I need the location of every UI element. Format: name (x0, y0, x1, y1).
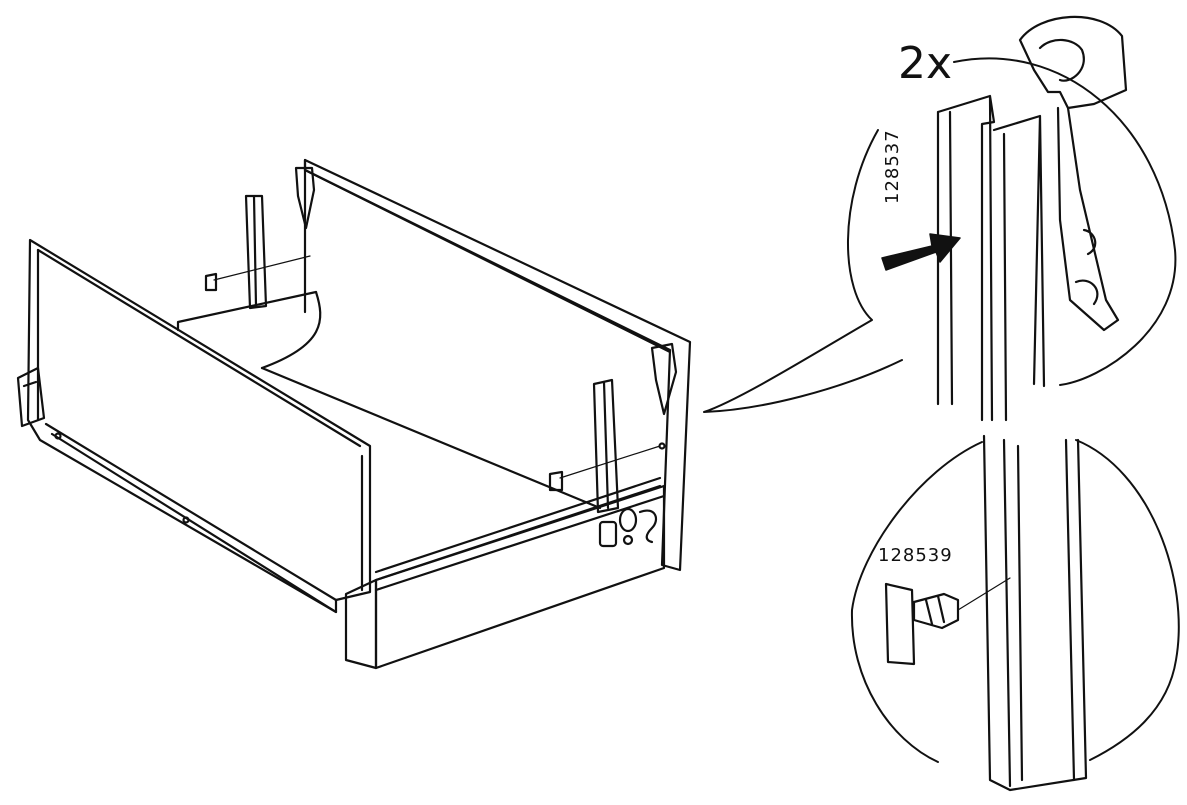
quantity-label: 2x (898, 38, 953, 89)
callout-bubble-top (703, 15, 1177, 422)
drawer-floor (176, 290, 602, 510)
callout-rail-profile (936, 94, 1046, 422)
part-number-plug: 128539 (878, 545, 953, 566)
drawer-box (16, 158, 692, 670)
rail-back-left (244, 194, 268, 310)
callout-clip-part (1018, 15, 1128, 332)
part-number-clip-rail: 128537 (882, 129, 903, 204)
front-fitting-symbol-3 (638, 509, 658, 544)
callout-plug-part (884, 582, 960, 666)
insert-arrow (881, 233, 961, 271)
front-fitting-symbol-2 (618, 507, 638, 533)
drawer-side-panel-left (26, 238, 372, 614)
callout-rail-section (982, 434, 1088, 792)
front-fitting-symbol-1 (598, 520, 618, 548)
rail-front-right (592, 378, 620, 514)
callout-bubble-bottom (850, 434, 1180, 792)
drawer-front-clip-left (16, 366, 46, 428)
